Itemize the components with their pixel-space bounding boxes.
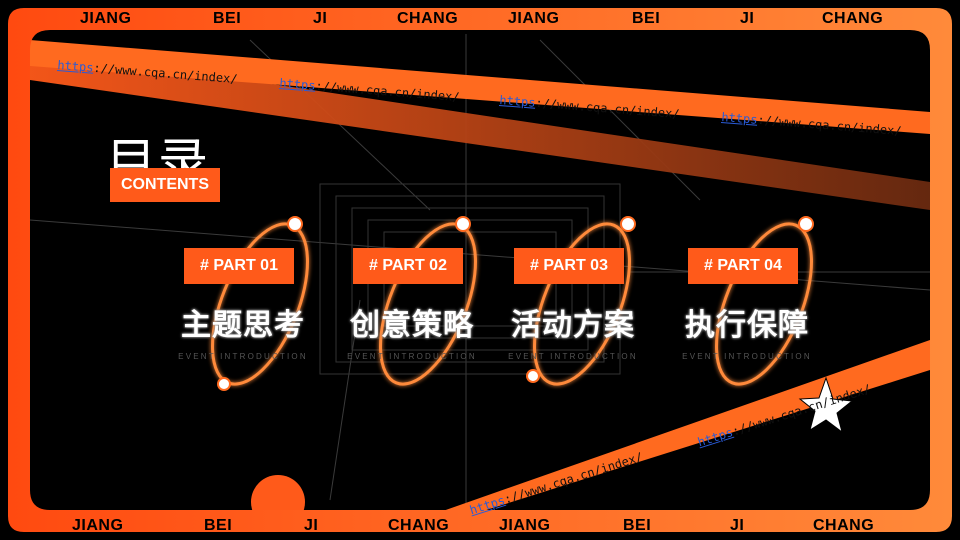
part-item[interactable]: # PART 02 创意策略 EVENT INTRODUCTION [337, 212, 507, 402]
bottom-band-word: JIANG [499, 517, 551, 534]
top-band-word: JIANG [508, 10, 560, 27]
bottom-band-word: JI [730, 517, 745, 534]
part-tag: # PART 04 [688, 248, 798, 284]
top-band-word: JI [740, 10, 755, 27]
bottom-band-word: CHANG [388, 517, 450, 534]
bottom-band-word: JIANG [72, 517, 124, 534]
part-tag: # PART 01 [184, 248, 294, 284]
part-item[interactable]: # PART 01 主题思考 EVENT INTRODUCTION [168, 212, 338, 402]
bottom-band-word: BEI [623, 517, 652, 534]
part-tag: # PART 02 [353, 248, 463, 284]
top-band-word: CHANG [822, 10, 884, 27]
star-icon [798, 376, 854, 434]
part-title: 创意策略 [350, 308, 474, 343]
bottom-band-word: CHANG [813, 517, 875, 534]
part-item[interactable]: # PART 03 活动方案 EVENT INTRODUCTION [498, 212, 668, 402]
part-subtitle: EVENT INTRODUCTION [508, 352, 638, 361]
part-title: 活动方案 [511, 308, 635, 343]
bottom-band-word: BEI [204, 517, 233, 534]
part-title: 主题思考 [181, 308, 305, 343]
top-band-word: CHANG [397, 10, 459, 27]
part-title: 执行保障 [685, 308, 809, 343]
top-band-word: BEI [632, 10, 661, 27]
part-item[interactable]: # PART 04 执行保障 EVENT INTRODUCTION [672, 212, 842, 402]
contents-badge: CONTENTS [110, 168, 220, 202]
top-band-word: JI [313, 10, 328, 27]
bottom-band-word: JI [304, 517, 319, 534]
part-tag: # PART 03 [514, 248, 624, 284]
part-subtitle: EVENT INTRODUCTION [682, 352, 812, 361]
top-band-word: BEI [213, 10, 242, 27]
part-subtitle: EVENT INTRODUCTION [347, 352, 477, 361]
top-band-word: JIANG [80, 10, 132, 27]
part-subtitle: EVENT INTRODUCTION [178, 352, 308, 361]
